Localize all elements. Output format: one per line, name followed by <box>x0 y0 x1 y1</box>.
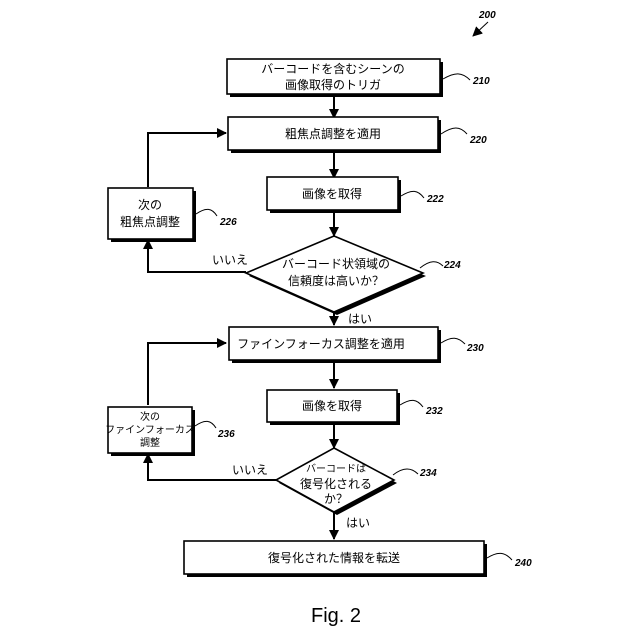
ref-230-leader <box>441 338 465 344</box>
node-226-line2: 粗焦点調整 <box>120 214 180 229</box>
edge-label-224-yes: はい <box>348 312 372 326</box>
node-226-line1: 次の <box>138 198 162 212</box>
edge-label-224-no: いいえ <box>212 253 248 267</box>
ref-230: 230 <box>466 343 484 354</box>
node-210-line2: 画像取得のトリガ <box>285 77 381 92</box>
node-230: ファインフォーカス調整を適用 <box>229 327 441 363</box>
ref-224-leader <box>420 262 443 268</box>
figure-ref-leader <box>473 22 488 36</box>
ref-220-leader <box>441 128 467 134</box>
node-234-line2: 復号化される <box>300 476 372 491</box>
node-236-line1: 次の <box>140 410 160 423</box>
node-224: バーコード状領域の 信頼度は高いか？ <box>246 236 426 315</box>
node-220-label: 粗焦点調整を適用 <box>285 126 381 141</box>
ref-240: 240 <box>514 558 532 569</box>
node-230-label: ファインフォーカス調整を適用 <box>237 336 405 351</box>
ref-226: 226 <box>219 217 237 228</box>
ref-220: 220 <box>469 135 487 146</box>
node-234: バーコードは 復号化される か？ <box>276 448 397 515</box>
node-232: 画像を取得 <box>267 390 400 425</box>
edge-226-220 <box>148 133 226 187</box>
node-222-label: 画像を取得 <box>302 186 362 201</box>
ref-234-leader <box>393 469 418 475</box>
ref-226-leader <box>196 209 217 216</box>
node-234-line1: バーコードは <box>306 463 366 475</box>
node-210: バーコードを含むシーンの 画像取得のトリガ <box>227 59 443 97</box>
ref-236: 236 <box>217 429 235 440</box>
node-210-line1: バーコードを含むシーンの <box>261 61 404 76</box>
ref-232-leader <box>400 400 423 407</box>
ref-232: 232 <box>425 406 443 417</box>
ref-234: 234 <box>419 468 437 479</box>
ref-240-leader <box>487 553 512 560</box>
node-234-line3: か？ <box>324 492 348 506</box>
node-240-label: 復号化された情報を転送 <box>268 550 400 565</box>
ref-210: 210 <box>472 76 490 87</box>
node-236-line2: ファインフォーカス <box>105 424 195 436</box>
node-240: 復号化された情報を転送 <box>184 541 487 577</box>
ref-224: 224 <box>443 260 461 271</box>
node-224-line2: 信頼度は高いか？ <box>288 273 384 288</box>
node-232-label: 画像を取得 <box>302 398 362 413</box>
ref-222: 222 <box>426 194 444 205</box>
ref-222-leader <box>401 191 424 198</box>
node-236: 次の ファインフォーカス 調整 <box>105 407 195 456</box>
node-222: 画像を取得 <box>267 177 401 213</box>
edge-236-230 <box>148 343 226 405</box>
node-236-line3: 調整 <box>140 436 160 449</box>
ref-210-leader <box>443 74 470 80</box>
node-224-line1: バーコード状領域の <box>282 256 390 271</box>
edge-label-234-no: いいえ <box>232 463 268 477</box>
figure-caption: Fig. 2 <box>311 605 361 627</box>
ref-236-leader <box>195 421 216 428</box>
edge-label-234-yes: はい <box>346 516 370 530</box>
node-220: 粗焦点調整を適用 <box>228 117 441 153</box>
figure-ref-number: 200 <box>478 10 496 21</box>
node-226: 次の 粗焦点調整 <box>108 188 196 242</box>
